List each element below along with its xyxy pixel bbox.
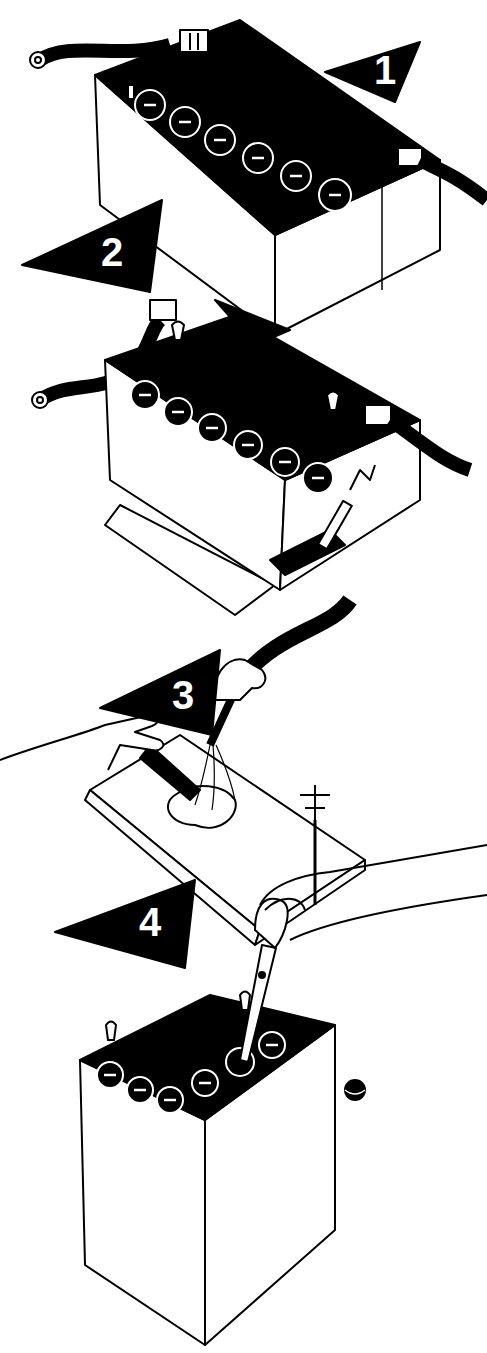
cable-lug — [32, 392, 48, 408]
callout-triangle — [22, 200, 162, 292]
cable-lug — [37, 397, 43, 403]
hold-down-rod — [318, 501, 352, 549]
hand — [0, 714, 163, 770]
vent-post — [128, 85, 134, 99]
callout-triangle — [100, 650, 220, 735]
cell-caps — [97, 1032, 285, 1113]
foam — [168, 786, 236, 828]
cap-marks — [104, 1045, 278, 1100]
removed-cap — [345, 1080, 365, 1100]
hand — [214, 659, 265, 700]
battery-top — [95, 20, 440, 235]
terminal-post — [172, 322, 184, 341]
callout-triangle — [55, 880, 195, 968]
hold-down-hook — [350, 465, 375, 490]
battery-top — [80, 995, 335, 1120]
callout-number: 3 — [172, 675, 194, 715]
callout-number: 2 — [101, 232, 123, 272]
terminal-clamp — [365, 405, 391, 425]
cell-caps — [131, 381, 333, 493]
terminal-post — [327, 392, 339, 411]
hold-down-hook — [300, 785, 330, 820]
cell-caps — [135, 90, 351, 211]
hydrometer-tube — [240, 945, 276, 1062]
terminal-clamp — [180, 30, 208, 52]
brush — [140, 745, 200, 800]
water-spray — [195, 745, 235, 810]
cap-marks — [144, 105, 341, 195]
cable — [420, 160, 487, 200]
cable — [390, 420, 470, 470]
cable-lug — [30, 52, 46, 68]
strap — [381, 185, 383, 290]
callout-triangle — [325, 42, 420, 102]
terminal-post — [106, 1022, 116, 1041]
thumb — [265, 899, 305, 910]
terminal-clamp — [150, 300, 176, 320]
hydrometer-bulb — [255, 899, 288, 948]
terminal-post — [240, 992, 250, 1011]
battery-top — [105, 315, 420, 480]
hand — [260, 845, 487, 940]
hold-down-rod — [314, 820, 317, 905]
cable-lug — [35, 57, 41, 63]
cap-marks — [139, 395, 324, 478]
callout-number: 4 — [139, 902, 161, 942]
callout-number: 1 — [374, 50, 396, 90]
